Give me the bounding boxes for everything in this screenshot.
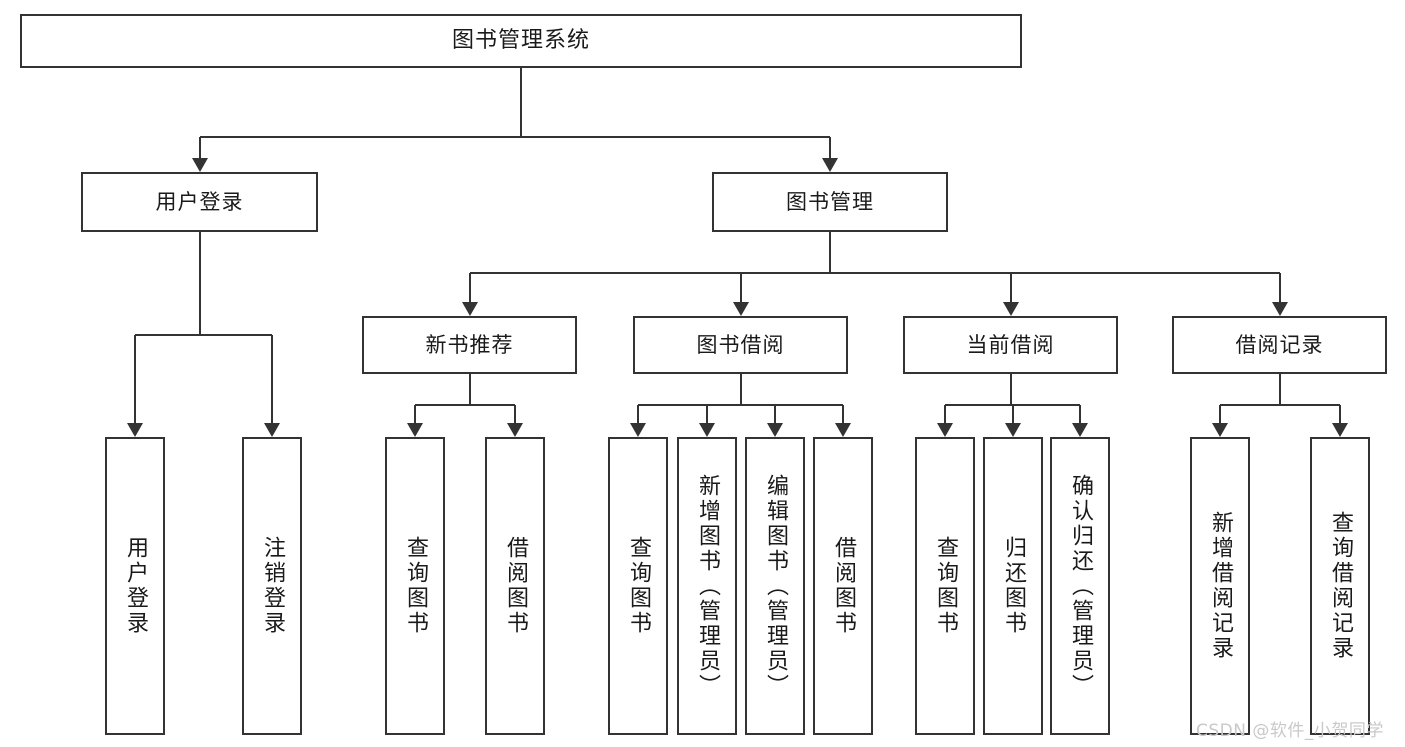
connector-bus <box>469 272 1280 274</box>
node-label: 当前借阅 <box>966 332 1055 357</box>
node-label: 新增图书（管理员） <box>694 473 720 699</box>
leaf-user-logout[interactable]: 注销登录 <box>242 437 302 735</box>
node-label: 新书推荐 <box>425 332 514 357</box>
leaf-borrow-book-1[interactable]: 借阅图书 <box>485 437 545 735</box>
watermark-text: CSDN @软件_小贺同学 <box>1196 721 1384 741</box>
connector-drop <box>414 405 416 423</box>
connector-stem <box>468 374 471 405</box>
node-label: 查询图书 <box>932 536 958 636</box>
leaf-borrow-book-2[interactable]: 借阅图书 <box>813 437 873 735</box>
leaf-add-borrow-record[interactable]: 新增借阅记录 <box>1190 437 1250 735</box>
connector-root-stem <box>520 68 522 137</box>
leaf-confirm-return[interactable]: 确认归还（管理员） <box>1050 437 1110 735</box>
arrow-head-icon <box>461 302 478 316</box>
connector-drop <box>1079 405 1081 423</box>
node-new-book-recommend[interactable]: 新书推荐 <box>362 316 577 374</box>
connector-drop <box>198 137 201 158</box>
arrow-head-icon <box>835 423 851 437</box>
connector-drop <box>1339 405 1341 423</box>
node-label: 查询图书 <box>402 536 428 636</box>
connector-stem <box>829 232 831 273</box>
node-label: 注销登录 <box>259 536 285 636</box>
connector-stem <box>739 374 742 405</box>
leaf-query-book-2[interactable]: 查询图书 <box>608 437 668 735</box>
arrow-head-icon <box>732 302 749 316</box>
node-label: 图书管理 <box>786 189 874 214</box>
connector-bus <box>135 334 272 336</box>
arrow-head-icon <box>630 423 646 437</box>
arrow-head-icon <box>699 423 715 437</box>
arrow-head-icon <box>191 158 208 172</box>
node-label: 查询借阅记录 <box>1327 511 1353 661</box>
connector-drop <box>468 273 471 302</box>
arrow-head-icon <box>264 423 280 437</box>
node-book-borrow[interactable]: 图书借阅 <box>633 316 848 374</box>
arrow-head-icon <box>507 423 523 437</box>
node-label: 借阅图书 <box>830 536 856 636</box>
connector-stem <box>1278 374 1281 405</box>
connector-bus <box>638 404 843 406</box>
arrow-head-icon <box>822 158 838 172</box>
connector-root-bus <box>199 136 830 138</box>
connector-drop <box>1219 405 1221 423</box>
node-root-book-management-system[interactable]: 图书管理系统 <box>20 14 1022 68</box>
arrow-head-icon <box>1005 423 1021 437</box>
leaf-query-book-3[interactable]: 查询图书 <box>915 437 975 735</box>
node-label: 借阅图书 <box>502 536 528 636</box>
arrow-head-icon <box>1002 302 1019 316</box>
leaf-return-book[interactable]: 归还图书 <box>983 437 1043 735</box>
node-current-borrow[interactable]: 当前借阅 <box>903 316 1118 374</box>
arrow-head-icon <box>1212 423 1228 437</box>
connector-drop <box>829 137 831 158</box>
node-label: 图书管理系统 <box>451 28 590 53</box>
arrow-head-icon <box>127 423 143 437</box>
leaf-query-book-1[interactable]: 查询图书 <box>385 437 445 735</box>
node-label: 用户登录 <box>155 189 244 214</box>
node-book-management[interactable]: 图书管理 <box>712 172 948 232</box>
arrow-head-icon <box>937 423 953 437</box>
node-user-login[interactable]: 用户登录 <box>81 172 318 232</box>
node-label: 归还图书 <box>1000 536 1026 636</box>
arrow-head-icon <box>767 423 783 437</box>
connector-bus <box>415 404 515 406</box>
connector-stem <box>198 232 201 335</box>
leaf-edit-book[interactable]: 编辑图书（管理员） <box>745 437 805 735</box>
connector-drop <box>944 405 946 423</box>
connector-drop <box>1278 273 1281 302</box>
node-label: 图书借阅 <box>696 332 785 357</box>
connector-stem <box>1009 374 1012 405</box>
connector-bus <box>1220 404 1340 406</box>
node-label: 查询图书 <box>625 536 651 636</box>
node-label: 确认归还（管理员） <box>1067 473 1093 699</box>
connector-drop <box>134 335 136 423</box>
connector-drop <box>739 273 742 302</box>
arrow-head-icon <box>1332 423 1348 437</box>
node-label: 借阅记录 <box>1235 332 1324 357</box>
node-label: 用户登录 <box>122 536 148 636</box>
leaf-query-borrow-record[interactable]: 查询借阅记录 <box>1310 437 1370 735</box>
leaf-user-login[interactable]: 用户登录 <box>105 437 165 735</box>
connector-drop <box>842 405 844 423</box>
connector-drop <box>706 405 708 423</box>
connector-drop <box>1009 273 1012 302</box>
connector-drop <box>637 405 639 423</box>
arrow-head-icon <box>1271 302 1288 316</box>
connector-drop <box>774 405 776 423</box>
node-label: 新增借阅记录 <box>1207 511 1233 661</box>
connector-drop <box>1012 405 1014 423</box>
node-label: 编辑图书（管理员） <box>762 473 788 699</box>
leaf-add-book[interactable]: 新增图书（管理员） <box>677 437 737 735</box>
node-borrow-record[interactable]: 借阅记录 <box>1172 316 1387 374</box>
arrow-head-icon <box>1072 423 1088 437</box>
connector-drop <box>514 405 516 423</box>
arrow-head-icon <box>407 423 423 437</box>
connector-drop <box>271 335 273 423</box>
